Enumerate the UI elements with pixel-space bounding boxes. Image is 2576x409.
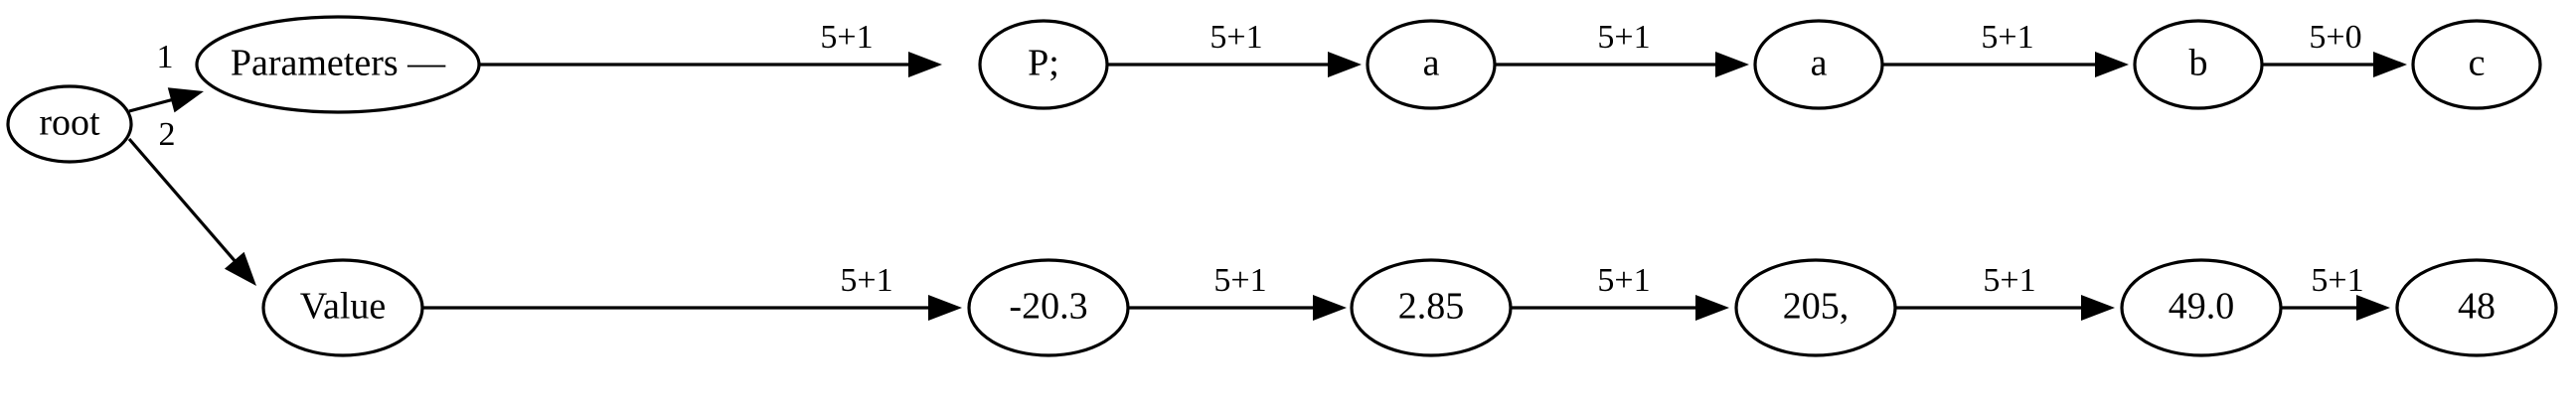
edge-n1-to-n2 bbox=[1128, 295, 1347, 321]
node-shape[interactable] bbox=[1753, 19, 1884, 110]
node-c[interactable]: c bbox=[2411, 19, 2542, 110]
edge-a2-to-b bbox=[1882, 52, 2129, 77]
edge-label: 1 bbox=[157, 39, 174, 75]
node-params[interactable]: Parameters — bbox=[195, 15, 481, 114]
edge-label: 5+1 bbox=[1213, 262, 1266, 299]
node-p_semi[interactable]: P; bbox=[978, 19, 1109, 110]
node-shape[interactable] bbox=[2395, 258, 2558, 357]
node-shape[interactable] bbox=[978, 19, 1109, 110]
arrowhead-icon bbox=[2081, 295, 2115, 321]
arrowhead-icon bbox=[2373, 52, 2407, 77]
edge-b-to-c bbox=[2262, 52, 2407, 77]
node-shape[interactable] bbox=[6, 84, 133, 164]
arrowhead-icon bbox=[2095, 52, 2129, 77]
node-label: c bbox=[2469, 43, 2486, 84]
node-label: 49.0 bbox=[2169, 286, 2235, 328]
edge-p_semi-to-a1 bbox=[1107, 52, 1362, 77]
node-a1[interactable]: a bbox=[1366, 19, 1497, 110]
node-root[interactable]: root bbox=[6, 84, 133, 164]
edge-params-to-p_semi bbox=[479, 52, 942, 77]
arrowhead-icon bbox=[908, 52, 942, 77]
node-shape[interactable] bbox=[1734, 258, 1897, 357]
arrowhead-icon bbox=[224, 251, 256, 286]
arrowhead-icon bbox=[1313, 295, 1347, 321]
edge-label: 5+1 bbox=[1209, 19, 1262, 56]
arrowhead-icon bbox=[1715, 52, 1749, 77]
edge-labels-layer: 1 2 5+1 5+1 5+1 5+1 5+0 5+1 5+1 5+1 5+1 5+1 bbox=[157, 19, 2364, 299]
node-label: root bbox=[39, 102, 100, 144]
edge-value-to-n1 bbox=[422, 295, 962, 321]
node-label: P; bbox=[1028, 43, 1059, 84]
edge-label: 5+1 bbox=[840, 262, 892, 299]
node-label: a bbox=[1811, 43, 1828, 84]
node-label: 2.85 bbox=[1398, 286, 1465, 328]
edge-label: 5+0 bbox=[2309, 19, 2361, 56]
node-a2[interactable]: a bbox=[1753, 19, 1884, 110]
node-shape[interactable] bbox=[2133, 19, 2264, 110]
node-label: Parameters — bbox=[231, 43, 446, 84]
edge-label: 2 bbox=[159, 116, 176, 153]
node-shape[interactable] bbox=[1350, 258, 1513, 357]
edge-line bbox=[127, 137, 238, 263]
arrowhead-icon bbox=[167, 87, 204, 113]
node-shape[interactable] bbox=[261, 258, 424, 357]
node-n4[interactable]: 49.0 bbox=[2120, 258, 2283, 357]
node-shape[interactable] bbox=[2411, 19, 2542, 110]
arrowhead-icon bbox=[2356, 295, 2390, 321]
node-shape[interactable] bbox=[195, 15, 481, 114]
edge-root-to-value bbox=[127, 137, 256, 286]
edge-n4-to-n5 bbox=[2281, 295, 2390, 321]
node-shape[interactable] bbox=[967, 258, 1130, 357]
node-label: b bbox=[2189, 43, 2208, 84]
node-shape[interactable] bbox=[2120, 258, 2283, 357]
node-b[interactable]: b bbox=[2133, 19, 2264, 110]
node-label: 205, bbox=[1783, 286, 1850, 328]
node-value[interactable]: Value bbox=[261, 258, 424, 357]
edge-n3-to-n4 bbox=[1895, 295, 2115, 321]
arrowhead-icon bbox=[928, 295, 962, 321]
edge-label: 5+1 bbox=[1597, 19, 1650, 56]
node-label: 48 bbox=[2458, 286, 2496, 328]
edge-n2-to-n3 bbox=[1511, 295, 1729, 321]
node-n2[interactable]: 2.85 bbox=[1350, 258, 1513, 357]
edge-a1-to-a2 bbox=[1495, 52, 1749, 77]
arrowhead-icon bbox=[1695, 295, 1729, 321]
node-n1[interactable]: -20.3 bbox=[967, 258, 1130, 357]
node-label: Value bbox=[300, 286, 387, 328]
edge-label: 5+1 bbox=[1597, 262, 1650, 299]
edge-label: 5+1 bbox=[1981, 19, 2033, 56]
edges-layer bbox=[127, 52, 2407, 321]
node-n5[interactable]: 48 bbox=[2395, 258, 2558, 357]
edge-root-to-params bbox=[128, 87, 204, 113]
edge-label: 5+1 bbox=[2311, 262, 2363, 299]
edge-line bbox=[128, 97, 174, 113]
node-label: -20.3 bbox=[1009, 286, 1087, 328]
node-n3[interactable]: 205, bbox=[1734, 258, 1897, 357]
arrowhead-icon bbox=[1328, 52, 1362, 77]
node-label: a bbox=[1423, 43, 1440, 84]
edge-label: 5+1 bbox=[1983, 262, 2035, 299]
node-shape[interactable] bbox=[1366, 19, 1497, 110]
edge-label: 5+1 bbox=[820, 19, 873, 56]
